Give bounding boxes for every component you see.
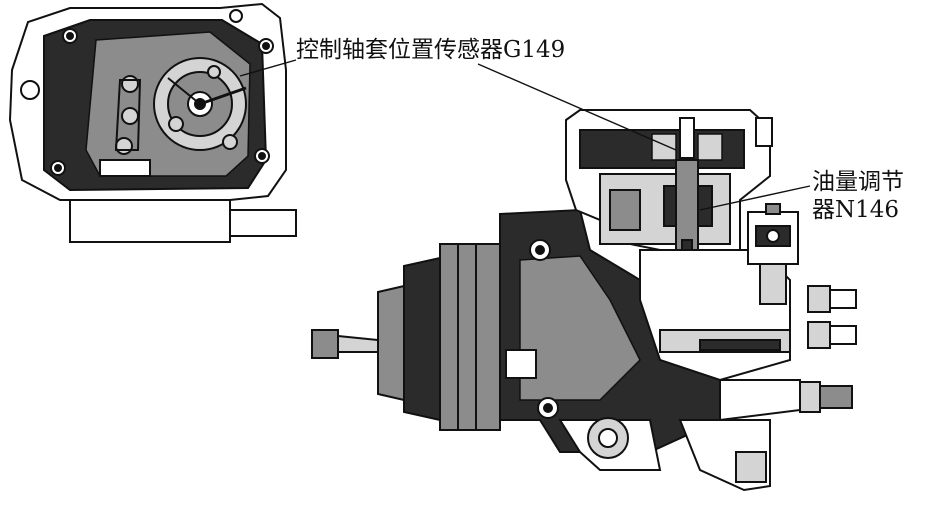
callout-leaders	[239, 59, 811, 211]
regulator-label-line1: 油量调节	[812, 169, 904, 195]
regulator-label-line2: 器N146	[812, 197, 900, 223]
regulator-n146-label: 油量调节 器N146	[812, 168, 904, 224]
leader-n146	[699, 185, 811, 211]
injection-pump-body	[311, 109, 857, 492]
sensor-g149-label: 控制轴套位置传感器G149	[296, 37, 566, 63]
leader-inset-g149	[239, 59, 297, 77]
leader-g149-pump	[477, 63, 677, 151]
sensor-housing-inset	[8, 2, 297, 243]
